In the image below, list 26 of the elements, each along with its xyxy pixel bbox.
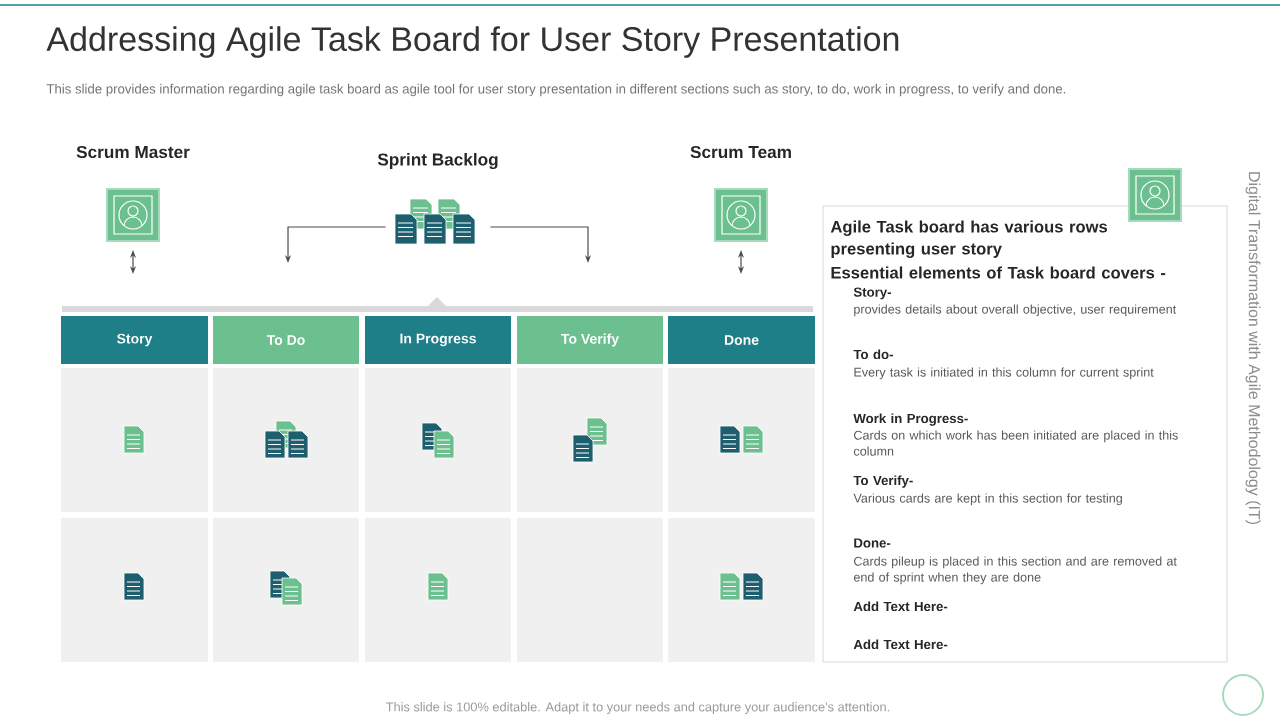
item-heading: Add Text Here- [853, 601, 948, 612]
column-header: To Do [213, 316, 359, 364]
heading: Scrum Master [76, 145, 190, 159]
item-description: Cards pileup is placed in this section and are removed at end of sprint when they are done [853, 556, 1177, 585]
item-description: provides details about overall objective, user requirement [854, 304, 1177, 317]
heading: Scrum Team [690, 145, 791, 159]
title: Addressing Agile Task Board for User Story Presentation [46, 26, 899, 58]
item-description: Various cards are kept in this section for testing [853, 493, 1122, 506]
item-heading: Story- [853, 287, 891, 300]
item-heading: To do- [853, 349, 893, 360]
column-header: In Progress [365, 316, 511, 364]
column-header: Done [668, 316, 815, 364]
footer-note: This slide is 100% editable. Adapt it to your needs and capture your audience's attention. [386, 702, 890, 714]
item-description: Cards on which work has been initiated are placed in this column [853, 430, 1178, 456]
column-header: Story [61, 316, 208, 364]
panel-heading: Agile Task board has various rows presenting user story [830, 220, 1108, 258]
item-heading: To Verify- [853, 475, 913, 488]
item-heading: Work in Progress- [853, 413, 968, 426]
item-description: Every task is initiated in this column for current sprint [854, 367, 1154, 380]
vertical-caption: Digital Transformation with Agile Methodology (IT) [1245, 172, 1261, 525]
column-header: To Verify [517, 316, 663, 364]
item-heading: Done- [854, 538, 891, 548]
subtitle: This slide provides information regarding agile task board as agile tool for user story presentation in different sections such as story, to do, work in progress, to verify and done. [46, 83, 1066, 97]
item-heading: Add Text Here- [853, 639, 948, 650]
panel-heading: Essential elements of Task board covers - [831, 266, 1166, 279]
heading: Sprint Backlog [377, 152, 498, 170]
